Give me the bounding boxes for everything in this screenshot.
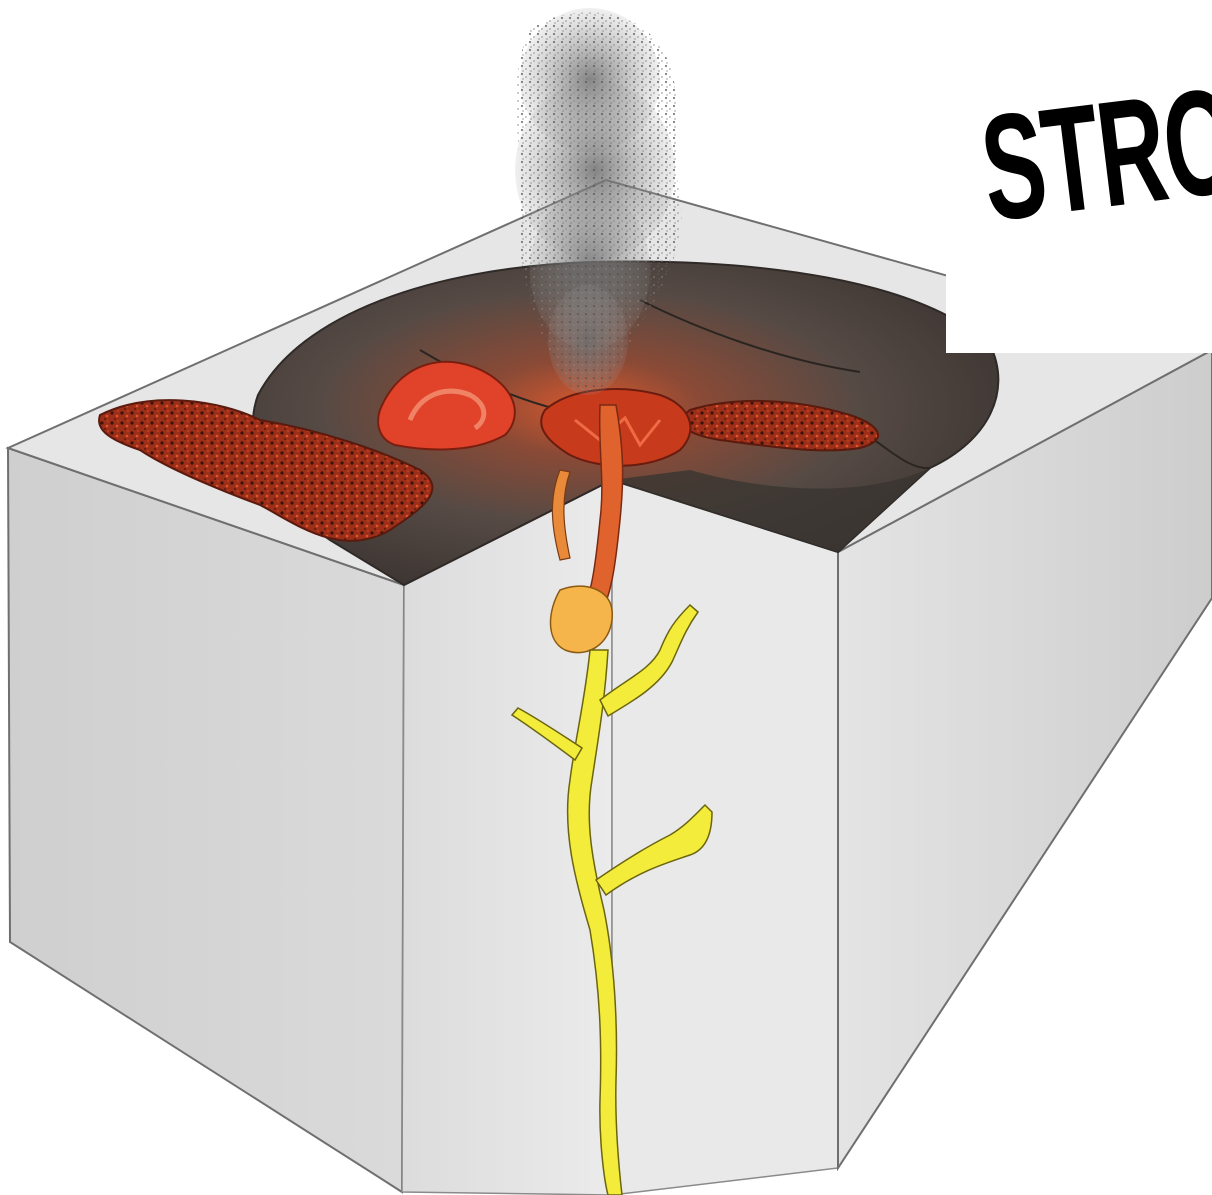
title-banner: STRO <box>946 85 1212 353</box>
title-text: STRO <box>974 85 1212 244</box>
block-inner-face-right <box>612 480 838 1195</box>
